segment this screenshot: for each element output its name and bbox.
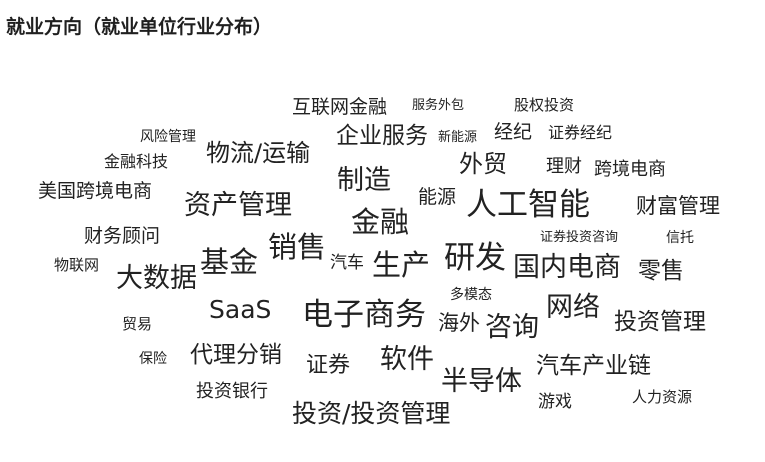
word-cloud-term: 海外 [438, 311, 480, 335]
word-cloud-term: 国内电商 [513, 252, 621, 283]
word-cloud-term: 信托 [666, 230, 694, 246]
word-cloud-term: 游戏 [538, 392, 572, 412]
word-cloud-term: 股权投资 [514, 96, 575, 114]
word-cloud-term: 基金 [200, 245, 259, 279]
word-cloud-term: 新能源 [438, 130, 478, 145]
word-cloud-term: 代理分销 [190, 342, 282, 368]
word-cloud-term: 美国跨境电商 [38, 180, 153, 202]
page-title: 就业方向（就业单位行业分布） [6, 16, 273, 38]
word-cloud-term: 汽车产业链 [536, 353, 651, 379]
word-cloud-term: 证券经纪 [548, 123, 613, 142]
word-cloud-term: 证券投资咨询 [540, 230, 619, 245]
word-cloud-term: 能源 [418, 186, 457, 208]
word-cloud-term: 人力资源 [632, 388, 693, 406]
word-cloud-term: 投资/投资管理 [292, 399, 451, 428]
word-cloud-term: 贸易 [122, 315, 153, 333]
word-cloud-term: 生产 [372, 248, 431, 282]
word-cloud-term: 互联网金融 [292, 96, 388, 118]
word-cloud-term: 财务顾问 [84, 225, 161, 247]
word-cloud-term: 理财 [546, 156, 582, 177]
word-cloud-term: 外贸 [459, 150, 507, 178]
word-cloud-term: 汽车 [330, 253, 364, 273]
word-cloud-term: 零售 [638, 258, 684, 284]
word-cloud-term: 半导体 [441, 366, 522, 397]
word-cloud-term: 网络 [546, 292, 600, 323]
word-cloud-term: 多模态 [450, 287, 492, 303]
word-cloud-term: 物流/运输 [206, 139, 311, 167]
word-cloud-term: 投资银行 [196, 381, 268, 402]
word-cloud-term: 经纪 [494, 121, 533, 143]
word-cloud-term: 研发 [444, 240, 506, 276]
word-cloud-term: 大数据 [116, 263, 197, 294]
word-cloud-term: 服务外包 [412, 98, 465, 113]
word-cloud-term: 物联网 [54, 256, 100, 274]
word-cloud-term: 风险管理 [140, 129, 196, 145]
word-cloud-term: 保险 [139, 351, 167, 367]
word-cloud-term: 软件 [380, 344, 434, 375]
word-cloud-term: SaaS [209, 295, 272, 324]
word-cloud-term: 销售 [268, 230, 327, 264]
word-cloud-term: 人工智能 [466, 187, 590, 223]
word-cloud-term: 企业服务 [336, 123, 428, 149]
word-cloud-term: 电子商务 [302, 297, 426, 333]
word-cloud-term: 财富管理 [636, 194, 720, 218]
word-cloud-term: 证券 [306, 353, 351, 378]
word-cloud-term: 跨境电商 [594, 159, 666, 180]
word-cloud-term: 制造 [337, 165, 391, 196]
word-cloud-term: 金融 [351, 205, 410, 239]
word-cloud-term: 资产管理 [184, 190, 292, 221]
word-cloud-term: 金融科技 [104, 152, 169, 171]
word-cloud-term: 咨询 [485, 312, 539, 343]
word-cloud-term: 投资管理 [614, 309, 706, 335]
